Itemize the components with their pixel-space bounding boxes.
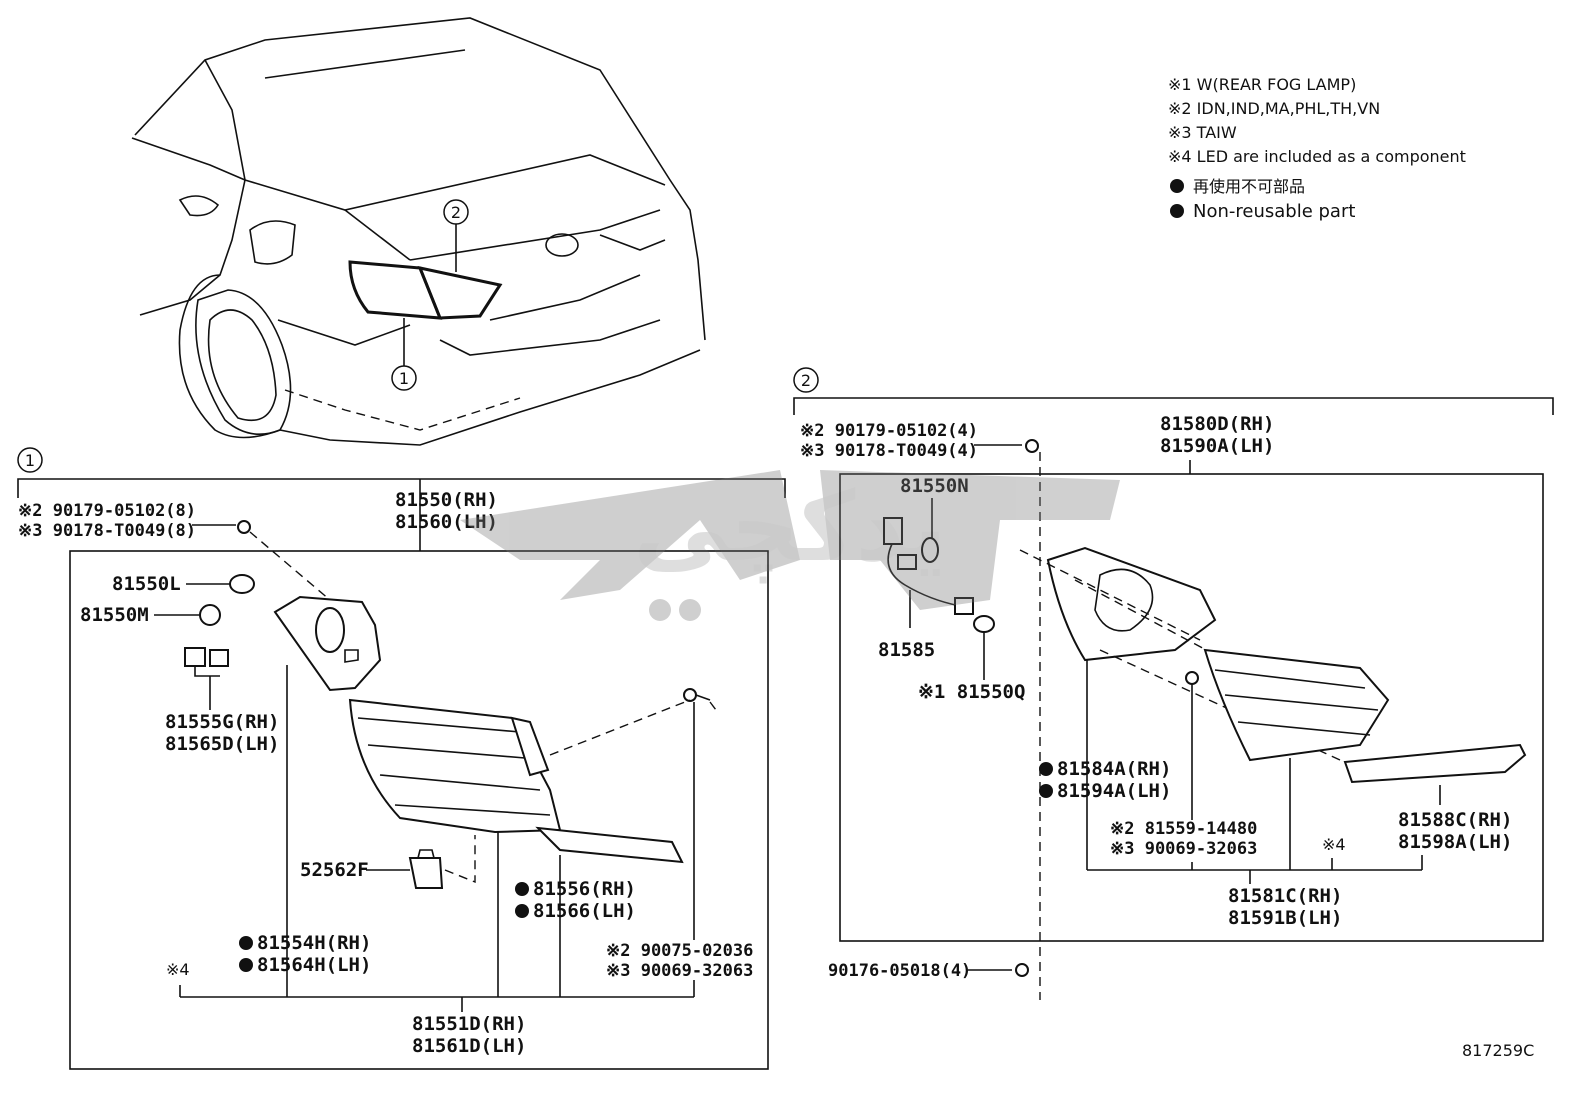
g1-lamp-housing-icon bbox=[348, 698, 562, 834]
non-reusable-dot-icon bbox=[1170, 204, 1184, 218]
legend-note-2: ※2 IDN,IND,MA,PHL,TH,VN bbox=[1168, 99, 1380, 118]
legend-note-4: ※4 LED are included as a component bbox=[1168, 147, 1466, 166]
g2-screw-note-b: ※3 90178-T0049(4) bbox=[800, 441, 978, 461]
g1-gasket-lh: 81566(LH) bbox=[533, 900, 636, 922]
g1-gasket-rh: 81556(RH) bbox=[533, 878, 636, 900]
g1-socket-harness-icon bbox=[184, 647, 229, 677]
g2-screw-b: ※3 90069-32063 bbox=[1110, 839, 1257, 859]
g2-unit-lh: 81591B(LH) bbox=[1228, 907, 1342, 929]
g2-assy-lh: 81590A(LH) bbox=[1160, 435, 1274, 457]
diagram-id: 817259C bbox=[1462, 1041, 1534, 1060]
g1-unit-rh: 81551D(RH) bbox=[412, 1013, 526, 1035]
g1-assy-rh: 81550(RH) bbox=[395, 489, 498, 511]
g1-screw-icon bbox=[237, 520, 251, 534]
g1-socket-g-rh: 81555G(RH) bbox=[165, 711, 279, 733]
g2-screw-inner-icon bbox=[1185, 671, 1199, 820]
non-reusable-dot-icon bbox=[1039, 784, 1053, 798]
g2-reflector-lh: 81598A(LH) bbox=[1398, 831, 1512, 853]
g1-screw2-b: ※3 90069-32063 bbox=[606, 961, 753, 981]
watermark-text: یدکچی bbox=[633, 471, 947, 584]
g2-screw-note-a: ※2 90179-05102(4) bbox=[800, 421, 978, 441]
legend: ※1 W(REAR FOG LAMP) ※2 IDN,IND,MA,PHL,TH… bbox=[1168, 75, 1466, 222]
g2-nut-icon bbox=[1015, 963, 1029, 977]
legend-non-reusable-en: Non-reusable part bbox=[1193, 201, 1355, 222]
group-1-callout: 1 bbox=[25, 451, 35, 470]
g2-assy-rh: 81580D(RH) bbox=[1160, 413, 1274, 435]
g2-wire-harness-icon bbox=[883, 517, 974, 615]
watermark-logo: یدکچی bbox=[460, 470, 1120, 621]
g1-socket-m: 81550M bbox=[80, 604, 149, 626]
non-reusable-dot-icon bbox=[1039, 762, 1053, 776]
g1-lens-lh: 81564H(LH) bbox=[257, 954, 371, 976]
callout-1-car: 1 bbox=[391, 318, 417, 391]
non-reusable-dot-icon bbox=[1170, 179, 1184, 193]
callout-1-label: 1 bbox=[399, 369, 409, 388]
g2-lamp-unit-icon bbox=[1203, 648, 1390, 762]
group-2-callout: 2 bbox=[801, 371, 811, 390]
g1-screw2-a: ※2 90075-02036 bbox=[606, 941, 753, 961]
g2-housing-back-icon bbox=[1046, 546, 1217, 662]
g2-wire: 81585 bbox=[878, 639, 935, 661]
g2-reflector-rh: 81588C(RH) bbox=[1398, 809, 1512, 831]
g1-garnish-icon bbox=[535, 826, 684, 864]
g2-bulb-q: ※1 81550Q bbox=[918, 681, 1025, 703]
g2-reflector-icon bbox=[1343, 743, 1527, 784]
g2-gasket-lh: 81594A(LH) bbox=[1057, 780, 1171, 802]
g2-bulb-n: 81550N bbox=[900, 475, 969, 497]
g1-note4-mark: ※4 bbox=[166, 960, 190, 979]
group-1: 1 81550(RH) 81560(LH) ※2 90179-05102(8) … bbox=[17, 447, 786, 1070]
g1-assy-lh: 81560(LH) bbox=[395, 511, 498, 533]
g1-lens-rh: 81554H(RH) bbox=[257, 932, 371, 954]
group-2: 2 81580D(RH) 81590A(LH) ※2 90179-05102(4… bbox=[793, 367, 1554, 1000]
g1-screw-note-a: ※2 90179-05102(8) bbox=[18, 501, 196, 521]
g1-socket-d-lh: 81565D(LH) bbox=[165, 733, 279, 755]
g1-bulb-l: 81550L bbox=[112, 573, 181, 595]
g2-nut: 90176-05018(4) bbox=[828, 961, 971, 981]
g1-screw-right-icon bbox=[683, 688, 711, 702]
car-rear-illustration bbox=[131, 17, 706, 446]
legend-non-reusable-jp: 再使用不可部品 bbox=[1193, 177, 1305, 196]
g1-socket-icon bbox=[199, 604, 221, 626]
g2-gasket-rh: 81584A(RH) bbox=[1057, 758, 1171, 780]
g2-screw-a: ※2 81559-14480 bbox=[1110, 819, 1257, 839]
g1-backing-plate-icon bbox=[273, 595, 382, 692]
g1-clip: 52562F bbox=[300, 859, 369, 881]
non-reusable-dot-icon bbox=[239, 936, 253, 950]
legend-note-1: ※1 W(REAR FOG LAMP) bbox=[1168, 75, 1356, 94]
g2-screw-icon bbox=[1025, 439, 1039, 453]
non-reusable-dot-icon bbox=[239, 958, 253, 972]
g2-note4-mark: ※4 bbox=[1322, 835, 1346, 854]
callout-2-car: 2 bbox=[443, 199, 469, 272]
non-reusable-dot-icon bbox=[515, 904, 529, 918]
non-reusable-dot-icon bbox=[515, 882, 529, 896]
g2-bulb-q-icon bbox=[973, 615, 995, 633]
legend-note-3: ※3 TAIW bbox=[1168, 123, 1237, 142]
g2-bulb-n-icon bbox=[921, 537, 939, 563]
callout-2-label: 2 bbox=[451, 203, 461, 222]
g1-screw-note-b: ※3 90178-T0049(8) bbox=[18, 521, 196, 541]
g1-clip-icon bbox=[408, 849, 444, 889]
g1-bulb-icon bbox=[229, 574, 255, 594]
g2-unit-rh: 81581C(RH) bbox=[1228, 885, 1342, 907]
g1-unit-lh: 81561D(LH) bbox=[412, 1035, 526, 1057]
